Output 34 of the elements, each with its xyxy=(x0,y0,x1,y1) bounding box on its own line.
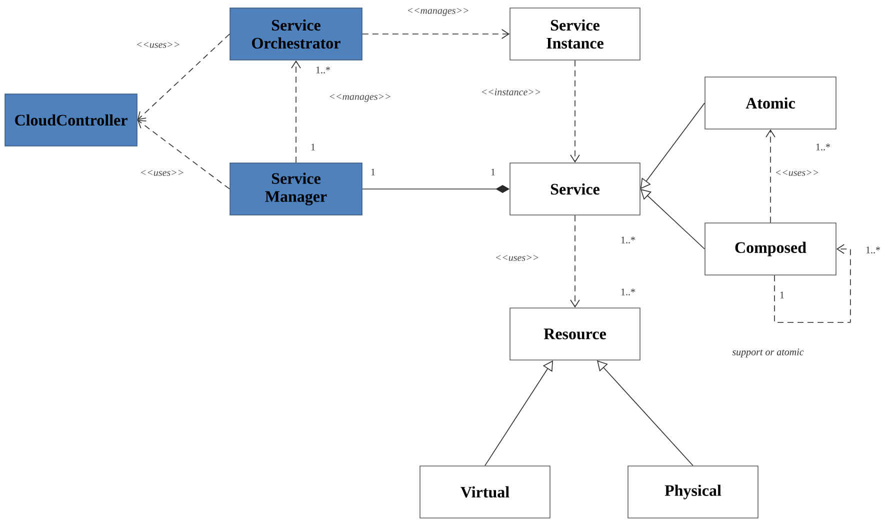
edge-label: <<uses>> xyxy=(134,41,182,49)
class-box: Atomic xyxy=(704,76,836,130)
edge-label: <<manages>> xyxy=(406,7,470,17)
multiplicity-label: 1 xyxy=(371,168,375,176)
edge-label: <<manages>> xyxy=(328,93,392,103)
class-box: Composed xyxy=(704,222,836,276)
connector xyxy=(137,34,230,120)
class-box: Service Orchestrator xyxy=(230,8,362,60)
connector xyxy=(774,244,851,323)
multiplicity-label: 1 xyxy=(780,292,784,298)
edge-label: <<instance>> xyxy=(480,88,542,96)
multiplicity-label: 1..* xyxy=(621,288,636,296)
connector xyxy=(570,60,580,163)
class-box: Physical xyxy=(628,466,758,518)
connector xyxy=(291,60,301,163)
multiplicity-label: 1..* xyxy=(621,236,636,244)
class-box: Service Instance xyxy=(510,8,640,60)
connector xyxy=(766,129,776,223)
multiplicity-label: 1 xyxy=(311,144,315,150)
multiplicity-label: 1..* xyxy=(816,144,830,150)
note-text: support or atomic xyxy=(732,348,804,358)
connector xyxy=(570,214,580,308)
class-box: CloudController xyxy=(4,94,138,146)
edge-label: <<uses>> xyxy=(494,254,540,262)
edge-label: <<uses>> xyxy=(774,169,820,177)
connector xyxy=(362,29,510,39)
class-box: Service xyxy=(510,162,640,216)
class-box: Service Manager xyxy=(230,162,362,216)
connector xyxy=(137,120,230,190)
class-box: Resource xyxy=(510,308,640,360)
multiplicity-label: 1..* xyxy=(866,246,880,254)
edge-label: <<uses>> xyxy=(138,169,186,177)
class-box: Virtual xyxy=(420,466,550,518)
multiplicity-label: 1 xyxy=(491,168,495,176)
